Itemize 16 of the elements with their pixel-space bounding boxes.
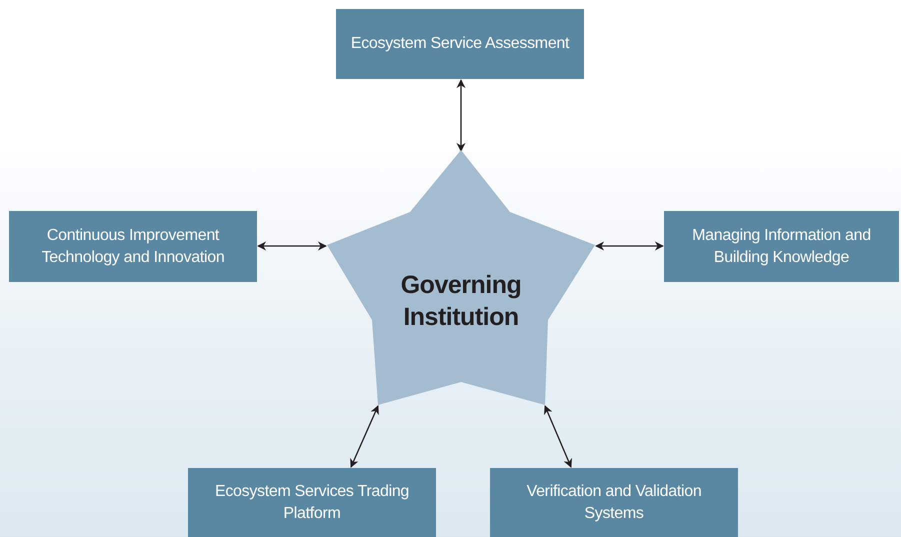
box-label: Managing Information and Building Knowledge	[691, 226, 872, 268]
double-arrow	[257, 242, 327, 250]
process-box	[336, 9, 584, 79]
process-box	[9, 211, 257, 282]
double-arrow	[544, 405, 572, 468]
double-arrow	[350, 405, 379, 468]
process-box	[490, 468, 738, 537]
double-arrow	[595, 242, 664, 250]
star-label: Governing Institution	[400, 270, 522, 332]
box-label: Continuous Improvement Technology and Innovation	[40, 226, 226, 268]
double-arrow	[456, 79, 466, 152]
box-label: Verification and Validation Systems	[526, 482, 702, 524]
process-box	[188, 468, 436, 537]
box-label: Ecosystem Services Trading Platform	[214, 482, 410, 524]
process-box	[664, 211, 899, 282]
box-label: Ecosystem Service Assessment	[350, 34, 570, 54]
